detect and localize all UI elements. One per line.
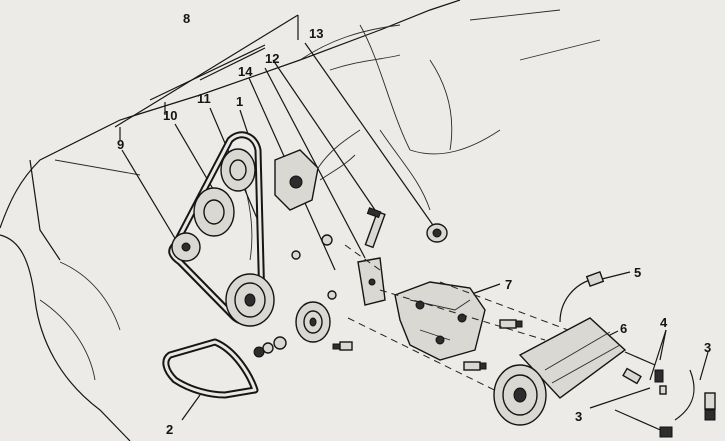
callout-11: 11 xyxy=(197,91,211,106)
compressor-bracket xyxy=(394,281,486,361)
callout-6: 6 xyxy=(620,321,627,336)
callout-1: 1 xyxy=(236,94,243,109)
callout-3-bottom: 3 xyxy=(575,409,582,424)
idler-pulley xyxy=(295,301,331,343)
callout-8: 8 xyxy=(183,11,190,26)
loose-drive-belt xyxy=(162,338,259,399)
callout-2: 2 xyxy=(166,422,173,437)
adjusting-bolt xyxy=(364,207,386,249)
callout-labels: 8 13 12 14 11 1 10 9 7 5 6 4 3 3 2 xyxy=(117,11,711,437)
callout-10: 10 xyxy=(163,108,177,123)
bracket-mounting-bolts xyxy=(463,319,523,371)
callout-4: 4 xyxy=(660,315,668,330)
bolt-and-nut-set xyxy=(253,234,353,358)
callout-7: 7 xyxy=(505,277,512,292)
crankshaft-pulley xyxy=(225,273,275,327)
pipe-fittings xyxy=(622,351,716,421)
callout-9: 9 xyxy=(117,137,124,152)
callout-3-right: 3 xyxy=(704,340,711,355)
callout-12: 12 xyxy=(265,51,279,66)
refrigerant-hose xyxy=(559,271,605,323)
water-pump-pulley xyxy=(220,148,256,192)
power-steering-pulley xyxy=(171,232,201,262)
tensioner-assembly xyxy=(274,129,361,211)
bracket-bolt xyxy=(426,223,448,243)
long-mounting-bolt xyxy=(614,409,673,438)
ac-compressor xyxy=(493,317,627,426)
alternator-pulley xyxy=(193,187,235,237)
tensioner-bracket xyxy=(357,257,386,306)
callout-13: 13 xyxy=(309,26,323,41)
callout-14: 14 xyxy=(238,64,253,79)
callout-5: 5 xyxy=(634,265,641,280)
